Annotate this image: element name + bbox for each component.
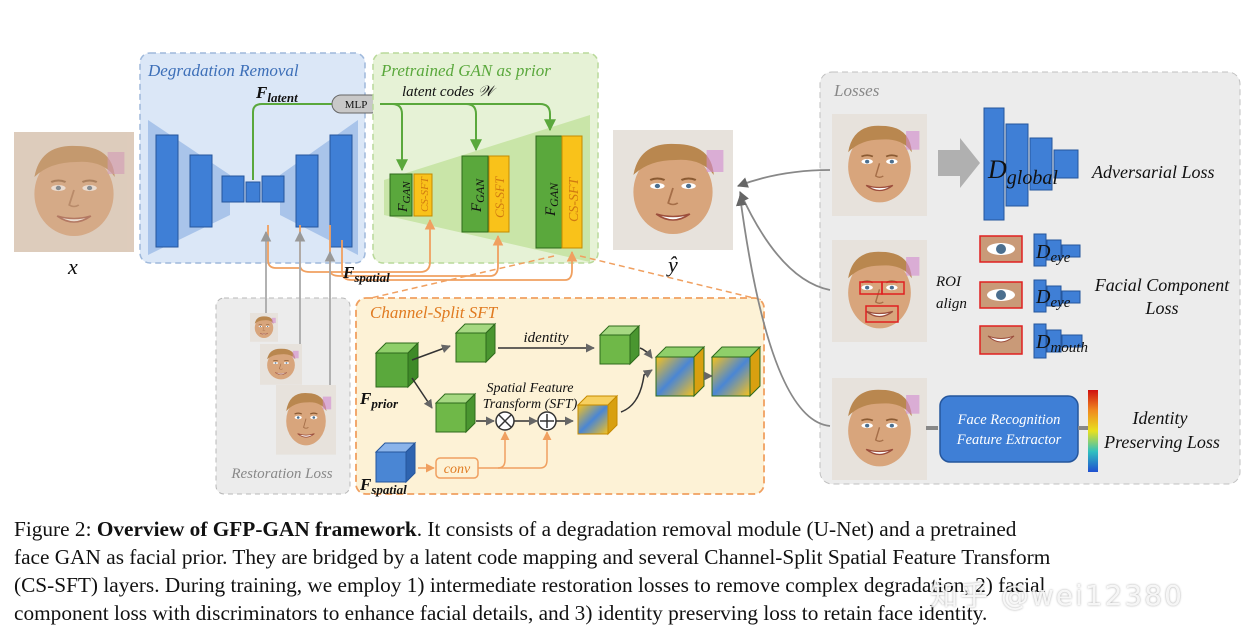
restoration-face-large bbox=[275, 384, 337, 456]
d-mouth bbox=[1033, 323, 1083, 359]
channel-split-sft-box bbox=[355, 297, 765, 495]
d-eye-1 bbox=[1033, 233, 1081, 267]
d-mouth-label: Dmouth bbox=[1035, 331, 1088, 356]
d-global-label: Dglobal bbox=[987, 155, 1058, 189]
cs-sft-block-3 bbox=[561, 135, 583, 249]
latent-path bbox=[252, 103, 332, 180]
latent-code-arrow-3 bbox=[380, 103, 556, 132]
latent-codes-label: latent codes 𝒲 bbox=[402, 84, 497, 100]
restoration-face-medium bbox=[259, 343, 303, 386]
cs-sft-block-2 bbox=[488, 155, 510, 233]
sft-arrow bbox=[411, 344, 451, 361]
caption-title: Overview of GFP-GAN framework bbox=[96, 517, 417, 541]
cs-sft-block-1 bbox=[413, 173, 433, 217]
sft-arrow bbox=[411, 377, 433, 409]
pretrained-gan-label: Pretrained GAN as prior bbox=[380, 61, 551, 80]
figure-caption: Figure 2: Overview of GFP-GAN framework.… bbox=[14, 515, 1246, 627]
roi-box-right-eye bbox=[881, 281, 905, 295]
f-spatial-cube bbox=[374, 441, 417, 484]
face-recognition-label-1: Face Recognition bbox=[957, 412, 1061, 428]
unet-block bbox=[245, 181, 261, 203]
f-prior-cube bbox=[374, 341, 420, 389]
spatial-path bbox=[341, 240, 578, 281]
facial-component-loss-label-2: Loss bbox=[1144, 298, 1178, 318]
input-x-label: x bbox=[67, 254, 78, 279]
output-y-label: ŷ bbox=[666, 252, 678, 277]
output-face bbox=[611, 128, 735, 252]
unet-block bbox=[329, 134, 353, 248]
conv-arrow bbox=[498, 431, 552, 469]
sft-label-line2: Transform (SFT) bbox=[483, 397, 578, 412]
unet-block bbox=[155, 134, 179, 248]
f-latent-label: Flatent bbox=[255, 83, 298, 105]
roi-align-label-2: align bbox=[936, 296, 967, 312]
component-face bbox=[831, 239, 928, 343]
cs-sft-label-3: CS-SFT bbox=[567, 176, 582, 222]
facial-component-loss-label-1: Facial Component bbox=[1094, 275, 1230, 295]
channel-split-sft-label: Channel-Split SFT bbox=[370, 303, 499, 322]
loss-connector bbox=[739, 191, 831, 291]
caption-line-1-rest: . It consists of a degradation removal m… bbox=[416, 517, 1017, 541]
mlp-label: MLP bbox=[345, 99, 368, 111]
concat-cube bbox=[654, 345, 706, 398]
fgan-label-3: FGAN bbox=[543, 182, 561, 217]
gfp-gan-framework-diagram: Degradation Removal Flatent MLP Pretrain… bbox=[12, 52, 1241, 497]
sft-cube-in bbox=[434, 392, 477, 434]
conv-label: conv bbox=[444, 462, 471, 477]
identity-preserving-label-2: Preserving Loss bbox=[1103, 432, 1220, 452]
losses-label: Losses bbox=[833, 81, 880, 100]
face-recognition-box bbox=[939, 395, 1079, 463]
adversarial-loss-label: Adversarial Loss bbox=[1091, 162, 1215, 182]
fgan-block-1 bbox=[389, 173, 413, 217]
caption-line-4: component loss with discriminators to en… bbox=[14, 601, 988, 625]
roi-box-mouth bbox=[865, 305, 899, 323]
cs-sft-label-1: CS-SFT bbox=[419, 176, 431, 212]
cs-sft-label-2: CS-SFT bbox=[492, 176, 507, 218]
sft-cube-out bbox=[576, 394, 619, 436]
identity-face bbox=[831, 377, 928, 481]
d-eye-label-2: Deye bbox=[1035, 286, 1071, 311]
d-eye-2 bbox=[1033, 279, 1081, 313]
restoration-loss-label: Restoration Loss bbox=[230, 466, 332, 482]
watermark: 知乎 @wei12380 bbox=[930, 579, 1184, 612]
loss-connector bbox=[736, 169, 831, 188]
unet-block bbox=[261, 175, 285, 203]
big-arrow bbox=[938, 138, 980, 188]
unet-block bbox=[295, 154, 319, 228]
identity-label: identity bbox=[524, 330, 569, 346]
unet-block bbox=[189, 154, 213, 228]
degradation-removal-label: Degradation Removal bbox=[147, 61, 299, 80]
fgan-block-2 bbox=[461, 155, 489, 233]
unet-block bbox=[221, 175, 245, 203]
fgan-label-2: FGAN bbox=[469, 178, 487, 213]
caption-line-1: Figure 2: Overview of GFP-GAN framework.… bbox=[14, 515, 1246, 543]
identity-cube-in bbox=[454, 322, 497, 364]
roi-align-label-1: ROI bbox=[935, 274, 962, 290]
sft-arrow bbox=[639, 347, 653, 359]
sft-arrow bbox=[620, 369, 653, 413]
caption-fig-label: Figure 2: bbox=[14, 517, 92, 541]
f-prior-label: Fprior bbox=[359, 389, 399, 411]
output-cube bbox=[710, 345, 762, 398]
d-global bbox=[983, 107, 1079, 221]
face-recognition-label-2: Feature Extractor bbox=[956, 432, 1062, 448]
identity-preserving-label-1: Identity bbox=[1132, 408, 1188, 428]
adversarial-face bbox=[831, 113, 928, 217]
fgan-label-1: FGAN bbox=[396, 181, 413, 213]
sft-label-line1: Spatial Feature bbox=[487, 381, 574, 396]
zoom-line bbox=[579, 255, 763, 301]
caption-line-2: face GAN as facial prior. They are bridg… bbox=[14, 545, 1051, 569]
d-eye-label-1: Deye bbox=[1035, 241, 1071, 266]
loss-connector bbox=[735, 194, 831, 427]
spatial-path bbox=[267, 225, 300, 269]
caption-line-3: (CS-SFT) layers. During training, we emp… bbox=[14, 573, 1046, 597]
identity-feature-colorbar bbox=[1088, 390, 1098, 472]
identity-cube-out bbox=[598, 324, 641, 366]
restoration-face-small bbox=[249, 312, 279, 343]
f-spatial-sub-label: Fspatial bbox=[359, 475, 407, 497]
zoom-line bbox=[361, 255, 555, 301]
f-spatial-label: Fspatial bbox=[342, 263, 390, 285]
